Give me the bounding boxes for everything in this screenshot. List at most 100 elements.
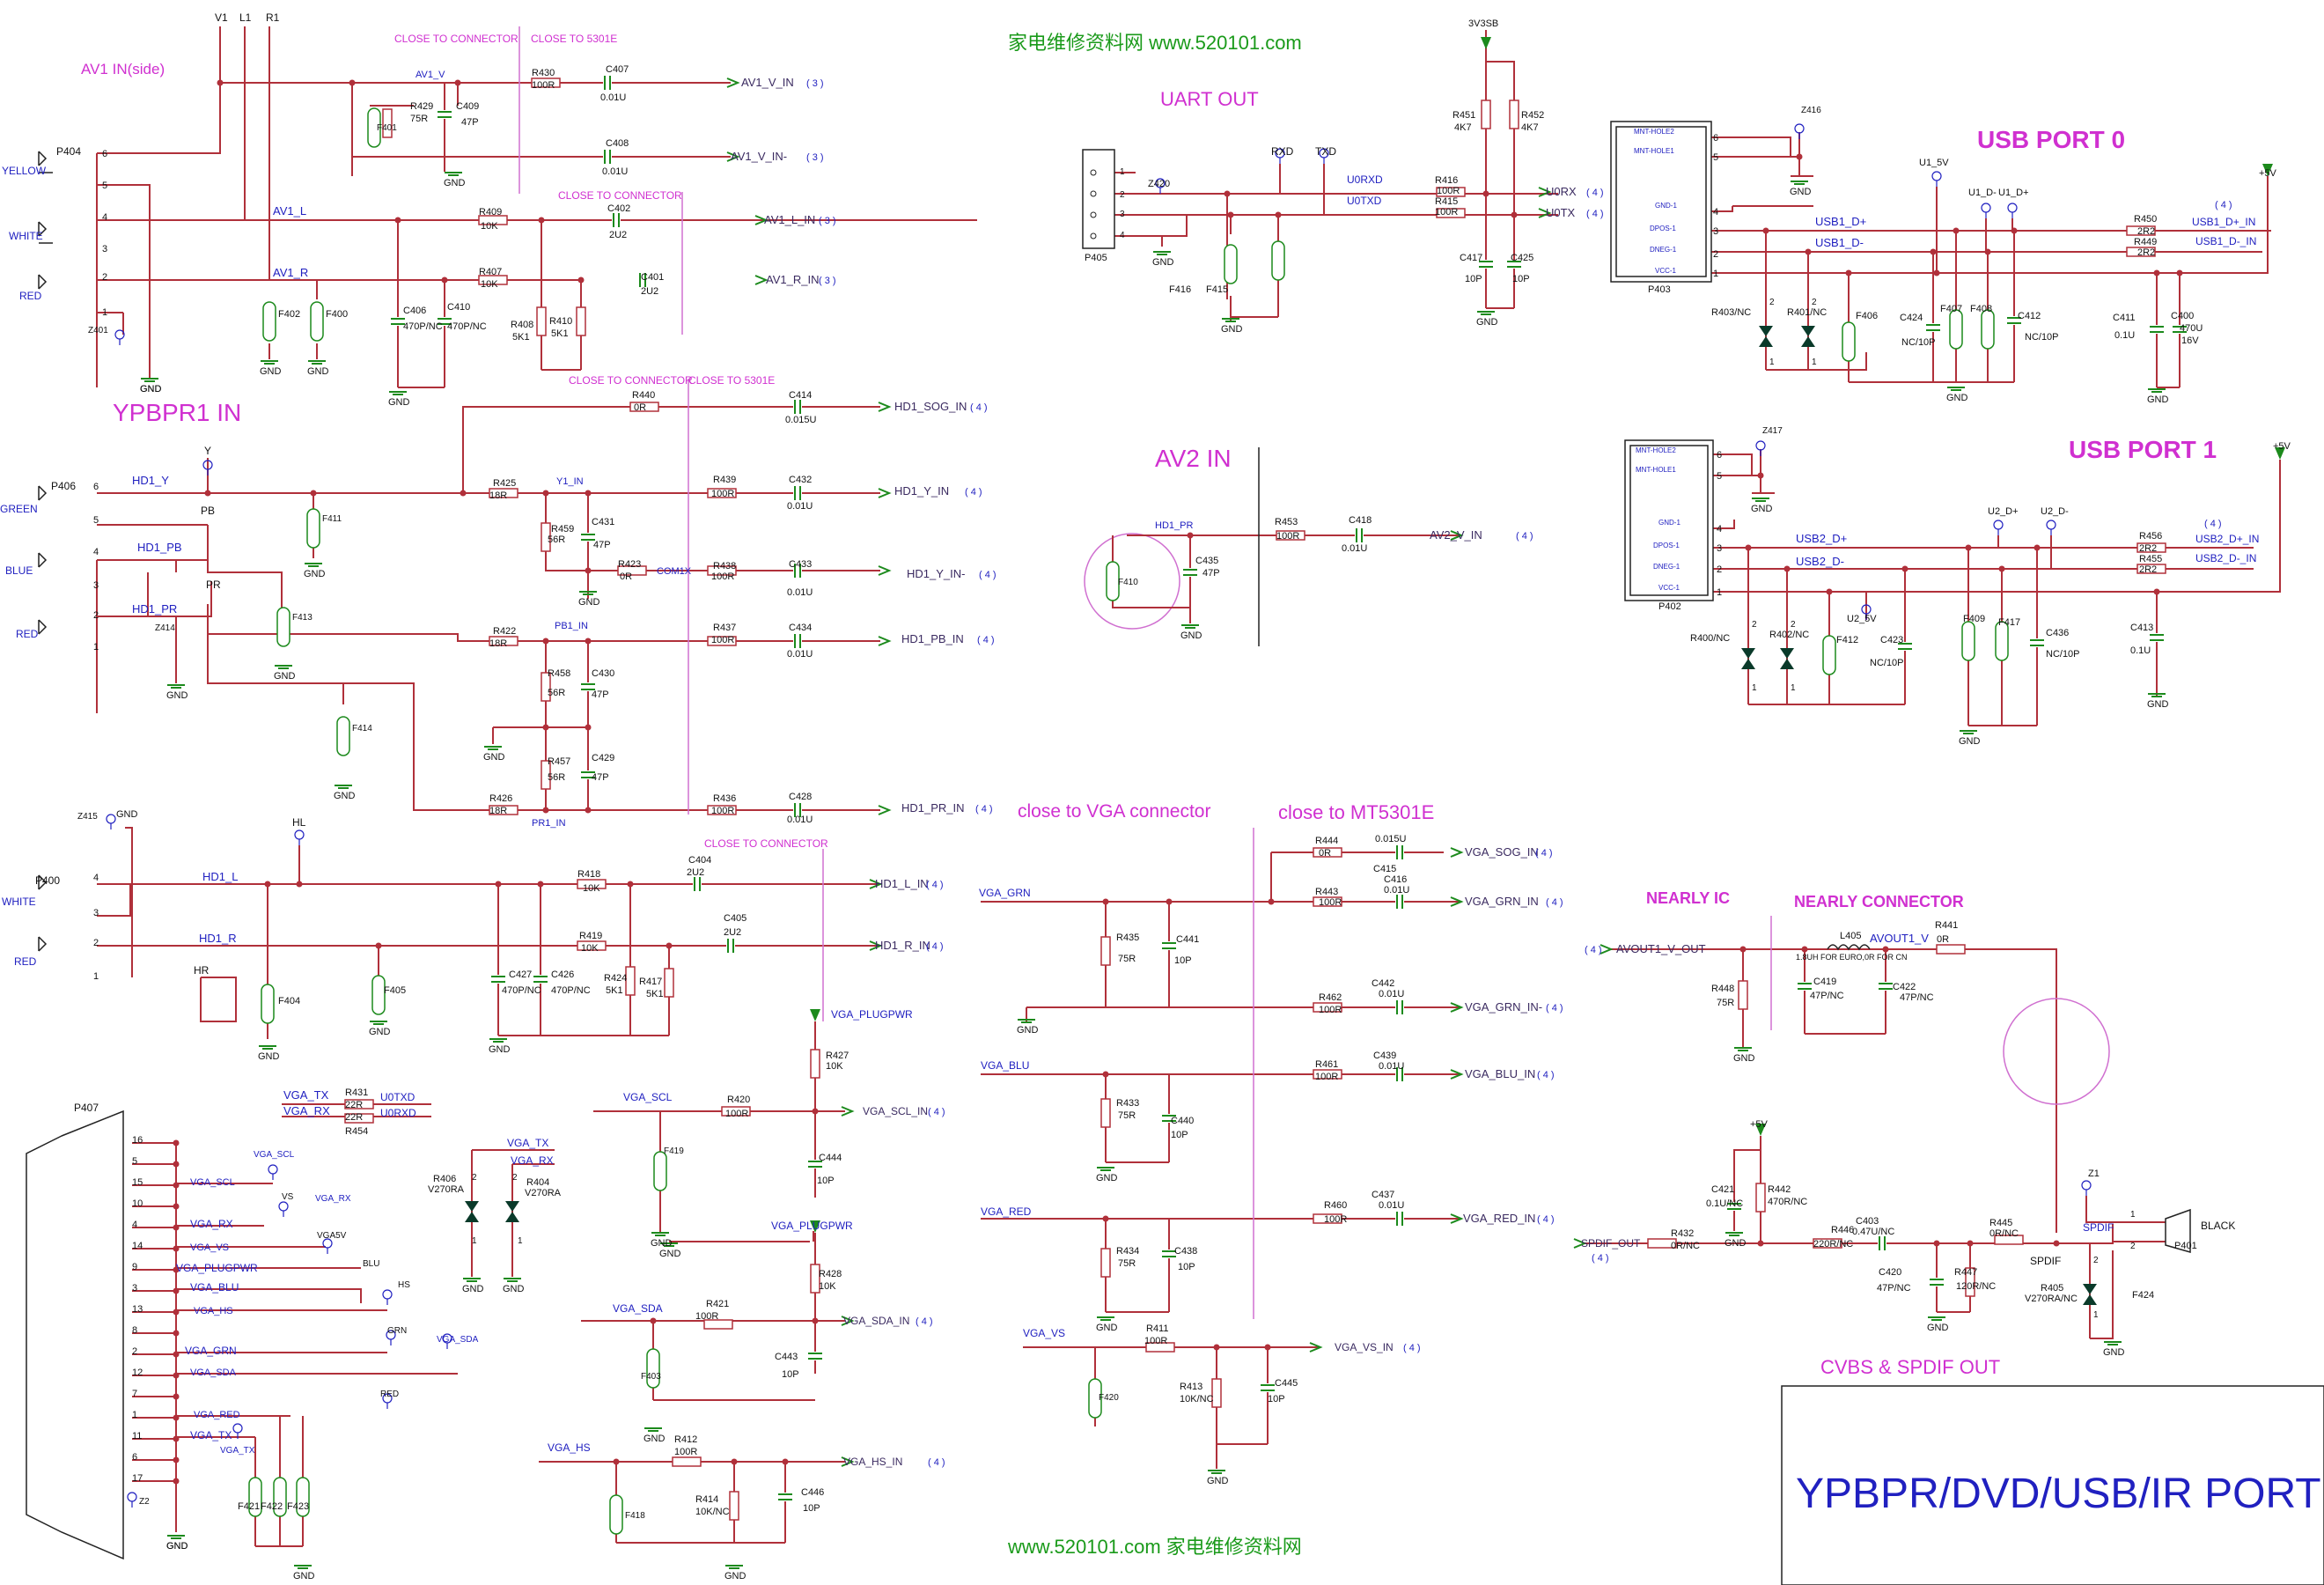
label-r458: R458	[548, 668, 570, 679]
power-arrow	[2262, 164, 2273, 176]
label-p6: 6	[1717, 450, 1722, 461]
junction	[1745, 544, 1752, 551]
capacitor-gap	[533, 975, 548, 984]
label-r438v: 100R	[711, 571, 734, 582]
label-r424v: 5K1	[606, 985, 623, 996]
label-vga_rx: VGA_RX	[511, 1154, 554, 1167]
resistor-symbol	[707, 805, 737, 815]
label-p11: 11	[132, 1431, 142, 1441]
label-n4: ( 4 )	[928, 1457, 945, 1468]
label-r404: R404	[526, 1177, 549, 1188]
label-p6: 6	[93, 482, 99, 492]
label-vga_scl: VGA_SCL	[190, 1177, 235, 1188]
diode-symbol	[1759, 326, 1773, 336]
junction	[1953, 227, 1960, 234]
label-vga_blu_in: VGA_BLU_IN	[1465, 1067, 1535, 1080]
capacitor-gap	[1879, 982, 1893, 991]
ferrite-symbol	[1981, 309, 1995, 350]
label-c441: C441	[1176, 934, 1199, 945]
label-c400w: 16V	[2181, 335, 2199, 346]
wire	[2085, 1196, 2113, 1223]
label-p1: 1	[518, 1236, 523, 1246]
label-gnd: GND	[1096, 1323, 1118, 1333]
port-arrow	[726, 151, 740, 162]
label-c433v: 0.01U	[787, 587, 813, 598]
header-pin	[1090, 190, 1097, 197]
label-f420: F420	[1099, 1393, 1119, 1403]
label-r439v: 100R	[711, 489, 734, 499]
junction	[1965, 544, 1972, 551]
jack-symbol	[38, 485, 48, 501]
capacitor-gap	[1162, 941, 1176, 950]
label-p2: 2	[1752, 620, 1757, 630]
label-av1_v_inn: AV1_V_IN-	[731, 150, 787, 163]
label-c444v: 10P	[817, 1176, 835, 1186]
label-n4: ( 4 )	[1535, 848, 1553, 859]
label-c420: C420	[1879, 1267, 1901, 1278]
label-c417v: 10P	[1465, 274, 1482, 284]
label-c423v: NC/10P	[1870, 658, 1904, 668]
label-com1x: COM1X	[657, 566, 692, 577]
power-arrow	[1481, 37, 1491, 49]
label-v3v3sb: 3V3SB	[1468, 18, 1498, 29]
label-r425: R425	[493, 478, 516, 489]
wire	[462, 406, 880, 493]
label-n4: ( 4 )	[1537, 1214, 1555, 1225]
ferrite-symbol	[1088, 1378, 1102, 1419]
resistor-symbol	[672, 1456, 702, 1467]
capacitor-gap	[1261, 1383, 1275, 1392]
label-gnd1: GND-1	[1658, 519, 1680, 527]
label-p3: 3	[102, 244, 107, 254]
label-c413v: 0.1U	[2130, 645, 2151, 656]
power-arrow	[810, 1220, 820, 1233]
resistor-symbol	[629, 402, 659, 412]
junction	[1187, 532, 1194, 539]
wire	[208, 633, 880, 642]
resistor-symbol	[1481, 100, 1491, 129]
label-c414: C414	[789, 390, 812, 401]
ferrite-symbol	[1271, 240, 1285, 281]
ferrite-symbol	[276, 607, 290, 647]
junction	[585, 807, 592, 814]
label-r445v: 0R/NC	[1989, 1228, 2019, 1239]
testpoint-symbol	[106, 814, 116, 824]
label-c414v: 0.015U	[785, 415, 817, 425]
label-gnd: GND	[2147, 699, 2169, 710]
note-close-connector-4: CLOSE TO CONNECTOR	[704, 837, 828, 850]
junction	[1998, 565, 2005, 572]
capacitor-gap	[808, 1160, 822, 1168]
label-u1_5v: U1_5V	[1919, 158, 1949, 168]
label-p3: 3	[93, 908, 99, 918]
resistor-symbol	[382, 108, 393, 138]
label-c431v: 47P	[593, 540, 611, 550]
vga-connector-outline	[26, 1110, 124, 1560]
label-r425v: 18R	[489, 490, 507, 501]
resistor-symbol	[1647, 1238, 1677, 1249]
label-r449v: 2R2	[2137, 247, 2155, 258]
label-spdif2: SPDIF	[2030, 1255, 2061, 1267]
label-z2: Z2	[139, 1497, 150, 1507]
resistor-symbol	[1100, 1248, 1111, 1278]
port-arrow	[754, 275, 769, 285]
label-n4: ( 4 )	[1585, 945, 1602, 955]
junction	[812, 1108, 819, 1115]
jack-symbol	[38, 221, 48, 237]
resistor-symbol	[1313, 896, 1342, 907]
label-r450: R450	[2134, 214, 2157, 225]
label-grn: GRN	[387, 1326, 407, 1336]
label-vga_blu: VGA_BLU	[190, 1281, 239, 1294]
diode-symbol	[1801, 326, 1815, 336]
label-vga_scl_in: VGA_SCL_IN	[863, 1105, 928, 1117]
diode-symbol	[2083, 1284, 2097, 1294]
label-c426: C426	[551, 969, 574, 980]
power-arrow	[2275, 447, 2285, 460]
capacitor-gap	[1395, 1000, 1404, 1014]
label-u2_dp: U2_D+	[1988, 506, 2019, 517]
label-u0txd2: U0TXD	[1347, 195, 1382, 207]
capacitor-gap	[1355, 528, 1364, 542]
label-gnd: GND	[2147, 394, 2169, 405]
label-c409: C409	[456, 101, 479, 112]
testpoint-symbol	[382, 1289, 393, 1300]
label-r442v: 470R/NC	[1768, 1197, 1807, 1207]
label-r441: R441	[1935, 920, 1958, 931]
